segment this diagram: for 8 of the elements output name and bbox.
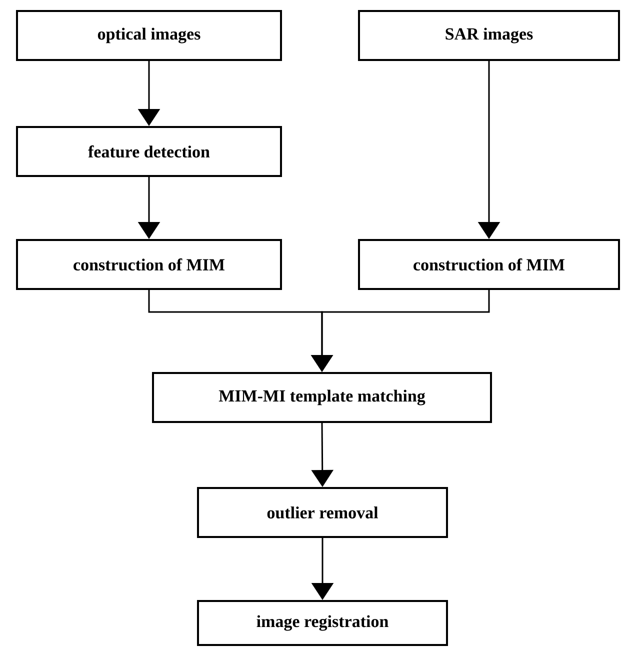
process-box: MIM-MI template matching bbox=[152, 372, 492, 423]
process-box: feature detection bbox=[16, 126, 282, 177]
process-box: construction of MIM bbox=[16, 239, 282, 290]
process-box: outlier removal bbox=[197, 487, 448, 538]
process-box: optical images bbox=[16, 10, 282, 61]
process-box: SAR images bbox=[358, 10, 620, 61]
process-box: image registration bbox=[197, 600, 448, 646]
process-box: construction of MIM bbox=[358, 239, 620, 290]
